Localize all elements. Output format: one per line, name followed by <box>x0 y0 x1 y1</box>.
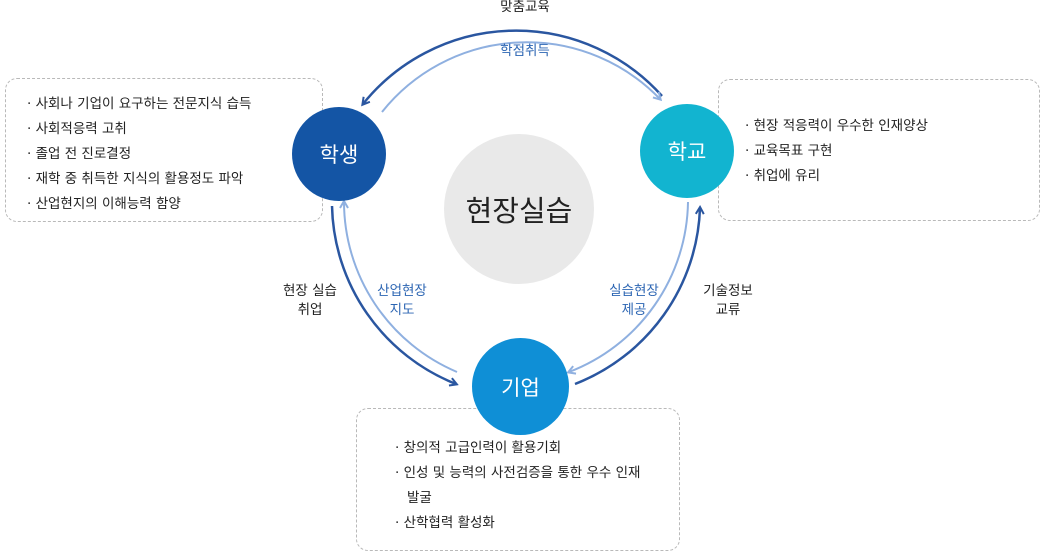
label-line: 산업현장 <box>377 283 427 299</box>
company-benefit-item: 인성 및 능력의 사전검증을 통한 우수 인재 발굴 <box>395 461 657 511</box>
label-line: 현장 실습 <box>283 283 337 299</box>
school-benefit-item: 교육목표 구현 <box>745 139 1039 164</box>
label-line: 실습현장 <box>609 283 659 299</box>
student-benefit-item: 산업현지의 이해능력 함양 <box>27 192 322 217</box>
arrow-left-outer <box>330 205 456 384</box>
company-benefit-item: 창의적 고급인력이 활용기회 <box>395 436 679 461</box>
company-benefits-box: 창의적 고급인력이 활용기회 인성 및 능력의 사전검증을 통한 우수 인재 발… <box>356 408 680 551</box>
student-benefits-box: 사회나 기업이 요구하는 전문지식 습득 사회적응력 고취 졸업 전 진로결정 … <box>5 78 323 222</box>
label-line: 교류 <box>715 302 741 318</box>
label-line: 지도 <box>389 302 415 318</box>
student-benefit-item: 사회적응력 고취 <box>27 117 322 142</box>
label-field-practice-employment: 현장 실습 취업 <box>270 282 350 320</box>
school-benefits-list: 현장 적응력이 우수한 인재양상 교육목표 구현 취업에 유리 <box>745 114 1039 189</box>
company-benefit-item: 산학협력 활성화 <box>395 511 679 536</box>
label-credit-acquisition: 학점취득 <box>500 43 550 59</box>
arrow-left-inner <box>344 202 458 373</box>
student-benefit-item: 재학 중 취득한 지식의 활용정도 파악 <box>27 167 322 192</box>
student-benefit-item: 사회나 기업이 요구하는 전문지식 습득 <box>27 92 322 117</box>
label-line: 취업 <box>297 302 323 318</box>
arrow-top-inner <box>381 41 660 113</box>
school-benefit-item: 현장 적응력이 우수한 인재양상 <box>745 114 1039 139</box>
center-circle: 현장실습 <box>444 134 594 284</box>
school-benefit-item: 취업에 유리 <box>745 164 1039 189</box>
arrow-top-outer <box>363 29 663 104</box>
student-benefit-item: 졸업 전 진로결정 <box>27 142 322 167</box>
label-line: 기술정보 <box>703 283 753 299</box>
student-node: 학생 <box>292 107 386 201</box>
label-practice-site-provision: 실습현장 제공 <box>594 282 674 320</box>
student-benefits-list: 사회나 기업이 요구하는 전문지식 습득 사회적응력 고취 졸업 전 진로결정 … <box>27 92 322 217</box>
school-node: 학교 <box>640 104 734 198</box>
school-benefits-box: 현장 적응력이 우수한 인재양상 교육목표 구현 취업에 유리 <box>718 79 1040 221</box>
arrow-right-inner <box>569 201 689 372</box>
company-node: 기업 <box>472 338 569 435</box>
arrow-right-outer <box>574 208 700 386</box>
label-line: 제공 <box>621 302 647 318</box>
company-benefits-list: 창의적 고급인력이 활용기회 인성 및 능력의 사전검증을 통한 우수 인재 발… <box>395 436 679 536</box>
label-industry-guidance: 산업현장 지도 <box>362 282 442 320</box>
label-custom-education: 맞춤교육 <box>500 0 550 15</box>
label-tech-info-exchange: 기술정보 교류 <box>688 282 768 320</box>
